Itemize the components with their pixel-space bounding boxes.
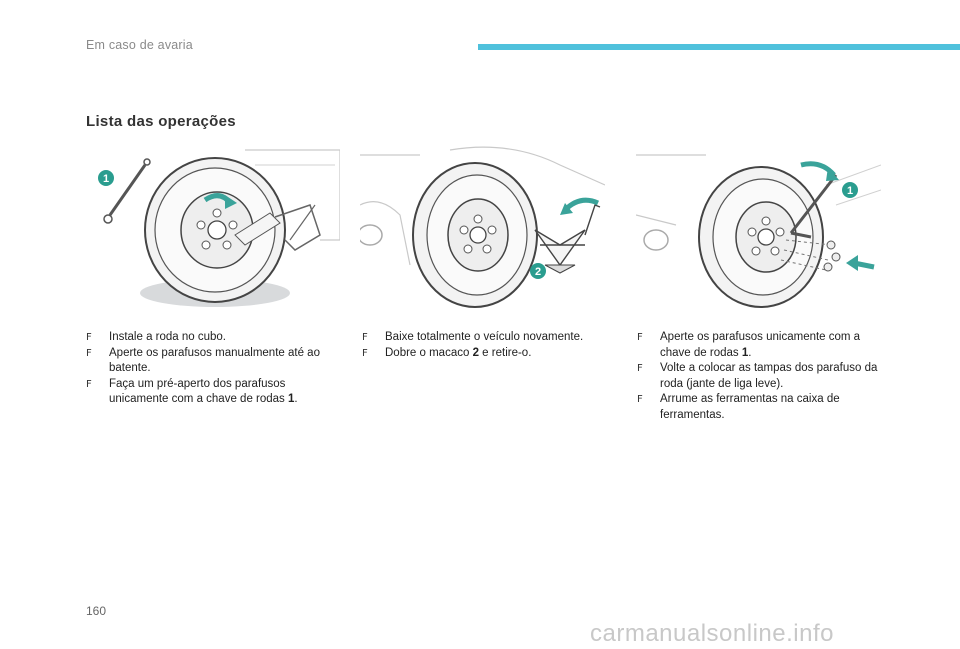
- bullet-mark: F: [86, 378, 92, 390]
- instruction-item: F Baixe totalmente o veículo novamente.: [362, 330, 617, 346]
- wheel-illustration-3: 1: [636, 154, 881, 308]
- bullet-mark: F: [637, 363, 643, 374]
- instruction-item: F Volte a colocar as tampas dos parafuso …: [637, 361, 892, 392]
- watermark: carmanualsonline.info: [590, 620, 834, 647]
- callout-label: 1: [847, 185, 853, 197]
- bullet-mark: F: [86, 347, 92, 359]
- callout-badge-2: [530, 263, 546, 279]
- running-header: Em caso de avaria: [86, 38, 193, 52]
- header-accent-bar: [478, 44, 960, 50]
- instruction-item: F Aperte os parafusos unicamente com a ch…: [637, 330, 892, 361]
- instruction-tail: .: [294, 393, 298, 405]
- instruction-text: Baixe totalmente o veículo novamente.: [385, 331, 584, 343]
- bullet-mark: F: [362, 332, 368, 343]
- reference-number: 2: [472, 346, 479, 359]
- instructions-column-1: F Instale a roda no cubo. F Aperte os para…: [86, 330, 341, 408]
- bullet-mark: F: [86, 332, 92, 343]
- instruction-text: Dobre o macaco: [385, 346, 473, 359]
- instruction-tail: e retire-o.: [478, 346, 532, 359]
- instruction-tail: .: [748, 346, 752, 359]
- instruction-text: Aperte os parafusos manualmente até ao b…: [109, 346, 320, 375]
- illustration-lower-jack: 2: [360, 145, 605, 315]
- instruction-item: F Dobre o macaco 2 e retire-o.: [362, 346, 617, 362]
- instructions-column-2: F Baixe totalmente o veículo novamente. F…: [362, 330, 617, 361]
- reference-number: 1: [288, 393, 295, 405]
- instruction-item: F Instale a roda no cubo.: [86, 330, 341, 346]
- reference-number: 1: [741, 346, 749, 359]
- illustration-install-wheel: 1: [95, 145, 340, 315]
- callout-badge-1: [98, 170, 114, 186]
- bullet-mark: F: [637, 394, 643, 405]
- instruction-text: Aperte os parafusos unicamente com a cha…: [660, 331, 861, 359]
- instruction-text: Arrume as ferramentas na caixa de ferram…: [660, 393, 840, 421]
- instruction-text: Instale a roda no cubo.: [109, 331, 226, 343]
- bullet-mark: F: [637, 332, 643, 343]
- illustration-tighten-bolts: 1: [636, 145, 881, 315]
- instruction-text: Volte a colocar as tampas dos parafuso d…: [660, 362, 878, 390]
- wheel-illustration-1: 1: [98, 149, 340, 307]
- wheel-illustration-2: 2: [360, 146, 605, 308]
- bullet-mark: F: [362, 347, 368, 359]
- instructions-column-3: F Aperte os parafusos unicamente com a ch…: [637, 330, 892, 423]
- instruction-item: F Arrume as ferramentas na caixa de ferra…: [637, 392, 892, 423]
- instruction-text: Faça um pré-aperto dos parafusos unicame…: [109, 377, 288, 406]
- callout-label: 2: [535, 266, 541, 278]
- section-title: Lista das operações: [86, 113, 236, 130]
- instruction-item: F Faça um pré-aperto dos parafusos unicam…: [86, 377, 341, 408]
- instruction-item: F Aperte os parafusos manualmente até ao …: [86, 346, 341, 377]
- callout-badge-1: [842, 182, 858, 198]
- page-number: 160: [86, 604, 107, 618]
- callout-label: 1: [103, 173, 109, 185]
